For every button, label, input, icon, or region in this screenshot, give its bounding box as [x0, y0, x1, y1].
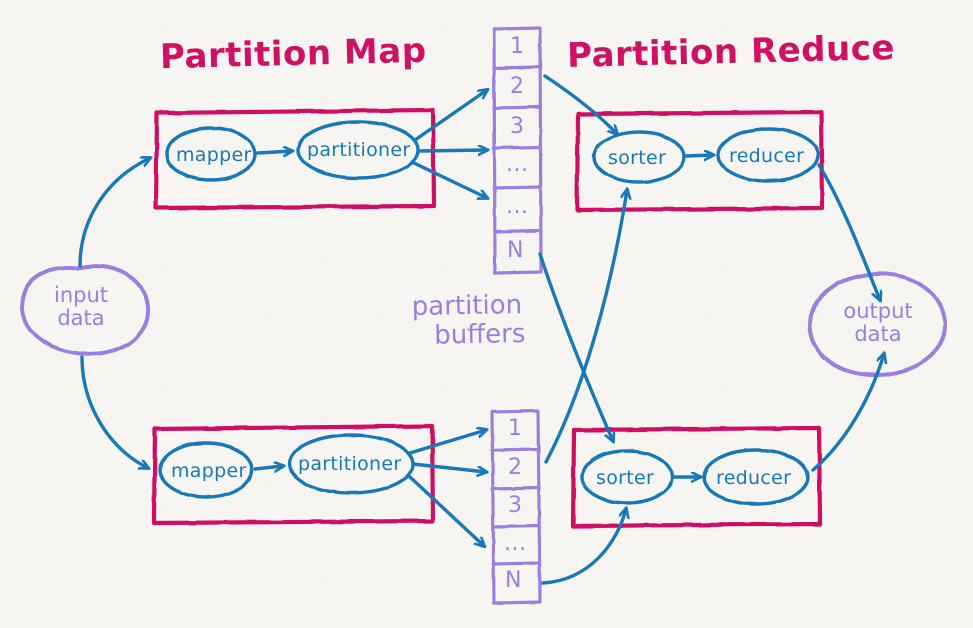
sorter-bottom-label: sorter	[596, 467, 655, 489]
arrow-buffer-topN-to-sorter-bottom	[538, 252, 613, 441]
reducer-top-label: reducer	[729, 145, 805, 167]
partition-buffers-caption: partition buffers	[411, 290, 526, 351]
buffer-bottom-cell-2: 2	[508, 455, 523, 480]
mapper-top-label: mapper	[176, 144, 252, 166]
arrow-buffer-bottomN-to-sorter-bottom	[541, 509, 626, 585]
partitioner-top-label: partitioner	[307, 139, 411, 161]
arrow-input-to-map-bottom	[80, 355, 148, 468]
buffer-top-cell-5: ...	[506, 194, 529, 219]
output-data-label: output data	[833, 300, 923, 345]
partitioner-bottom-label: partitioner	[298, 453, 402, 475]
reduce-top-box	[574, 109, 825, 213]
arrow-reducer-top-to-output	[817, 163, 880, 300]
arrow-buffer-top2-to-sorter-top	[543, 74, 617, 134]
arrow-mapper-to-partitioner-top	[256, 151, 292, 153]
buffers-bottom-frame	[490, 409, 542, 605]
buffers-caption-line2: buffers	[433, 319, 526, 351]
sorter-top-ellipse	[592, 130, 686, 184]
mapper-bottom-ellipse	[158, 441, 254, 499]
output-data-line1: output	[843, 299, 913, 323]
arrow-partitioner-bottom-to-buffer-b	[411, 462, 486, 472]
arrow-mapper-to-partitioner-bottom	[253, 466, 283, 469]
reducer-bottom-ellipse	[702, 448, 810, 506]
buffer-top-cell-3: 3	[510, 114, 525, 139]
buffers-top-frame	[492, 26, 543, 275]
arrow-partitioner-bottom-to-buffer-a	[408, 430, 486, 455]
reducer-top-ellipse	[716, 127, 820, 183]
input-data-blob	[19, 264, 151, 357]
reduce-bottom-box	[570, 425, 823, 529]
buffer-bottom-cell-4: ...	[504, 531, 527, 556]
arrow-partitioner-top-to-buffer-c	[412, 161, 487, 198]
arrow-input-to-map-top	[78, 158, 150, 268]
input-data-line1: input	[53, 283, 109, 307]
arrow-partitioner-top-to-buffer-b	[416, 150, 487, 151]
arrow-partitioner-top-to-buffer-a	[413, 90, 487, 142]
mapper-top-ellipse	[165, 126, 257, 182]
output-data-line2: data	[854, 321, 902, 346]
map-top-box	[153, 107, 437, 211]
input-data-line2: data	[57, 305, 105, 330]
title-partition-reduce: Partition Reduce	[566, 27, 896, 77]
map-bottom-box	[151, 423, 436, 526]
buffers-caption-line1: partition	[411, 290, 523, 322]
reducer-bottom-label: reducer	[716, 467, 792, 489]
sorter-bottom-ellipse	[580, 449, 674, 505]
arrow-partitioner-bottom-to-buffer-c	[408, 475, 484, 546]
buffer-top-cell-2: 2	[510, 74, 525, 99]
sorter-top-label: sorter	[608, 147, 667, 169]
mapper-bottom-label: mapper	[171, 460, 247, 482]
arrow-buffer-bottom2-to-sorter-top	[544, 190, 627, 464]
buffer-top-cell-1: 1	[510, 34, 525, 59]
buffer-bottom-cell-3: 3	[508, 493, 523, 518]
buffer-top-cell-4: ...	[506, 152, 529, 177]
buffer-bottom-cell-1: 1	[508, 416, 523, 441]
arrow-reducer-bottom-to-output	[811, 354, 884, 472]
buffer-top-cell-n: N	[507, 238, 524, 263]
arrow-sorter-to-reducer-top	[684, 155, 713, 156]
title-partition-map: Partition Map	[159, 30, 427, 78]
input-data-label: input data	[38, 284, 124, 329]
buffer-bottom-cell-n: N	[505, 568, 522, 593]
